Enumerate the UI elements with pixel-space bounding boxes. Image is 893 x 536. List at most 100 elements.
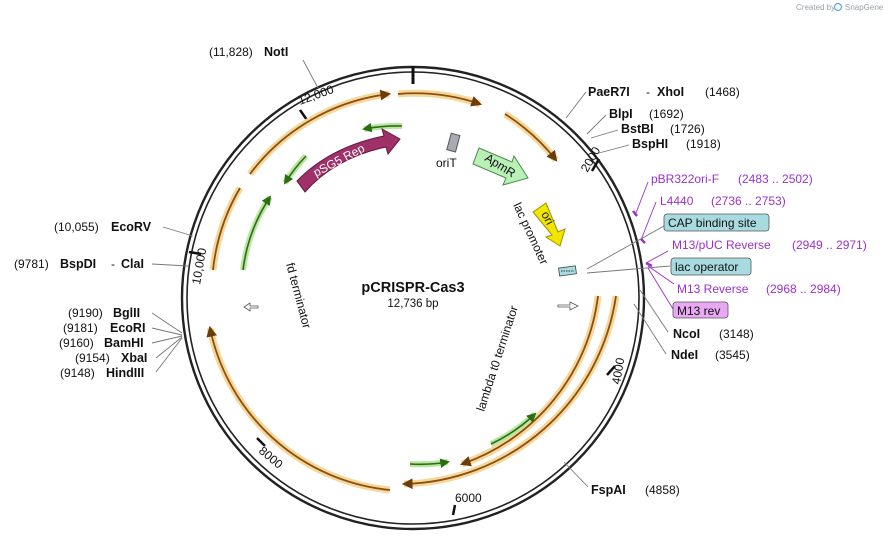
green-arcs — [240, 122, 538, 468]
enzyme-bspdi-pos: (9781) — [14, 257, 49, 271]
enzyme-fspai-pos: (4858) — [645, 483, 680, 497]
enzyme-clai-name: ClaI — [121, 257, 144, 271]
marker-pbr322 — [632, 210, 638, 217]
cds-arc-4 — [212, 187, 241, 271]
primer-m13rev-long-range: (2968 .. 2984) — [766, 282, 841, 296]
enzyme-bamhi-name: BamHI — [104, 336, 144, 350]
cds-arc-4-halo — [209, 186, 244, 271]
enzyme-noti-pos: (11,828) — [209, 45, 253, 59]
enzyme-blpi-name: BlpI — [609, 107, 633, 121]
fd-small-arrow — [243, 302, 259, 312]
fd-terminator-label: fd terminator — [283, 261, 314, 330]
primer-pbr322-name: pBR322ori-F — [651, 172, 719, 186]
primer-markers — [632, 210, 653, 268]
leader-bstbi — [590, 129, 619, 139]
enzyme-xhoi-name: XhoI — [657, 85, 684, 99]
leader-ncoi — [639, 289, 669, 333]
green-arc-3 — [242, 195, 272, 271]
green-arc-3-halo — [240, 195, 273, 271]
leader-m13puc — [645, 250, 669, 264]
credit-text: Created by — [796, 3, 835, 12]
green-arc-5 — [409, 458, 450, 468]
primer-m13rev-label: M13 rev — [677, 304, 720, 318]
primer-m13puc-name: M13/pUC Reverse — [672, 238, 771, 252]
enzyme-blpi-pos: (1692) — [649, 107, 684, 121]
leader-ecori — [151, 327, 183, 336]
cap-binding-label: CAP binding site — [668, 216, 757, 230]
orit-label: oriT — [436, 156, 457, 170]
tick-12000 — [298, 109, 309, 121]
enzyme-ncoi-name: NcoI — [673, 327, 700, 341]
leader-xbai — [155, 336, 183, 359]
lac-operator-box — [670, 257, 752, 276]
leader-lines — [151, 59, 675, 488]
tick-label-4000: 4000 — [609, 356, 627, 385]
leader-fspai — [563, 461, 589, 488]
enzyme-ecorv-pos: (10,055) — [54, 220, 99, 234]
leader-hindiii — [155, 337, 183, 373]
enzyme-bsphi-pos: (1918) — [686, 137, 721, 151]
leader-bamhi — [151, 335, 183, 344]
enzyme-paer7i-name: PaeR7I — [588, 85, 630, 99]
enzyme-ncoi-pos: (3148) — [719, 327, 754, 341]
cds-arc-1 — [397, 92, 483, 107]
enzyme-bamhi-pos: (9160) — [59, 336, 94, 350]
leader-noti — [302, 59, 319, 89]
primer-m13puc-range: (2949 .. 2971) — [792, 238, 867, 252]
snapgene-credit: Created by SnapGene — [796, 2, 884, 12]
marker-m13 — [645, 261, 653, 268]
tick-6000 — [451, 504, 457, 516]
green-arc-4 — [490, 412, 537, 445]
leader-bspdi — [151, 263, 189, 267]
green-arc-2 — [283, 155, 307, 185]
leader-bsphi — [598, 144, 630, 154]
enzyme-noti-name: NotI — [264, 45, 288, 59]
cds-arc-2 — [504, 113, 558, 162]
apmr-arrow — [472, 147, 529, 186]
enzyme-bspdi-sep: - — [111, 257, 115, 271]
cds-arc-7 — [401, 295, 617, 490]
enzyme-xbai-name: XbaI — [121, 351, 147, 365]
lac-operator-label: lac operator — [675, 260, 738, 274]
cds-arc-3 — [249, 89, 392, 175]
enzyme-bstbi-pos: (1726) — [670, 122, 705, 136]
cds-arc-5-halo — [206, 327, 391, 494]
credit-brand: SnapGene — [845, 3, 884, 12]
tick-10000 — [188, 250, 202, 256]
cap-binding-box — [663, 213, 770, 232]
primer-l4440-range: (2736 .. 2753) — [711, 194, 786, 208]
enzyme-xbai-pos: (9154) — [75, 351, 110, 365]
leader-ndei — [633, 303, 667, 355]
marker-l4440 — [640, 238, 646, 244]
tick-label-12000: 12,000 — [296, 82, 336, 108]
tick-2000 — [590, 158, 601, 172]
enzyme-bsphi-name: BspHI — [632, 137, 668, 151]
enzyme-ndei-pos: (3545) — [715, 348, 750, 362]
psg5-rep-label: pSG5 Rep — [311, 141, 367, 180]
primer-pbr322-range: (2483 .. 2502) — [738, 172, 813, 186]
cds-arc-2-halo — [503, 111, 559, 163]
tick-marks — [188, 109, 616, 516]
enzyme-bglii-name: BglII — [113, 306, 140, 320]
tick-8000 — [256, 437, 266, 447]
leader-ecorv — [162, 226, 194, 237]
enzyme-bspdi-name: BspDI — [60, 257, 96, 271]
plasmid-size: 12,736 bp — [387, 298, 438, 310]
leader-l4440 — [640, 201, 657, 241]
leader-bglii — [151, 312, 183, 334]
cds-arc-5 — [206, 325, 391, 491]
enzyme-ndei-name: NdeI — [671, 348, 698, 362]
tick-4000 — [606, 365, 616, 376]
enzyme-paer7i-pos: (1468) — [705, 85, 740, 99]
enzyme-ecorv-name: EcoRV — [111, 220, 152, 234]
ori-arrow — [532, 202, 566, 247]
cds-arcs — [206, 89, 620, 494]
psg5-rep-arrow — [296, 127, 401, 193]
enzyme-hindiii-pos: (9148) — [60, 366, 95, 380]
snapgene-logo-icon — [833, 2, 843, 12]
plasmid-name: pCRISPR-Cas3 — [361, 280, 464, 296]
leader-paer7i — [565, 91, 587, 119]
green-arc-1 — [362, 122, 403, 133]
enzyme-bstbi-name: BstBI — [621, 122, 654, 136]
